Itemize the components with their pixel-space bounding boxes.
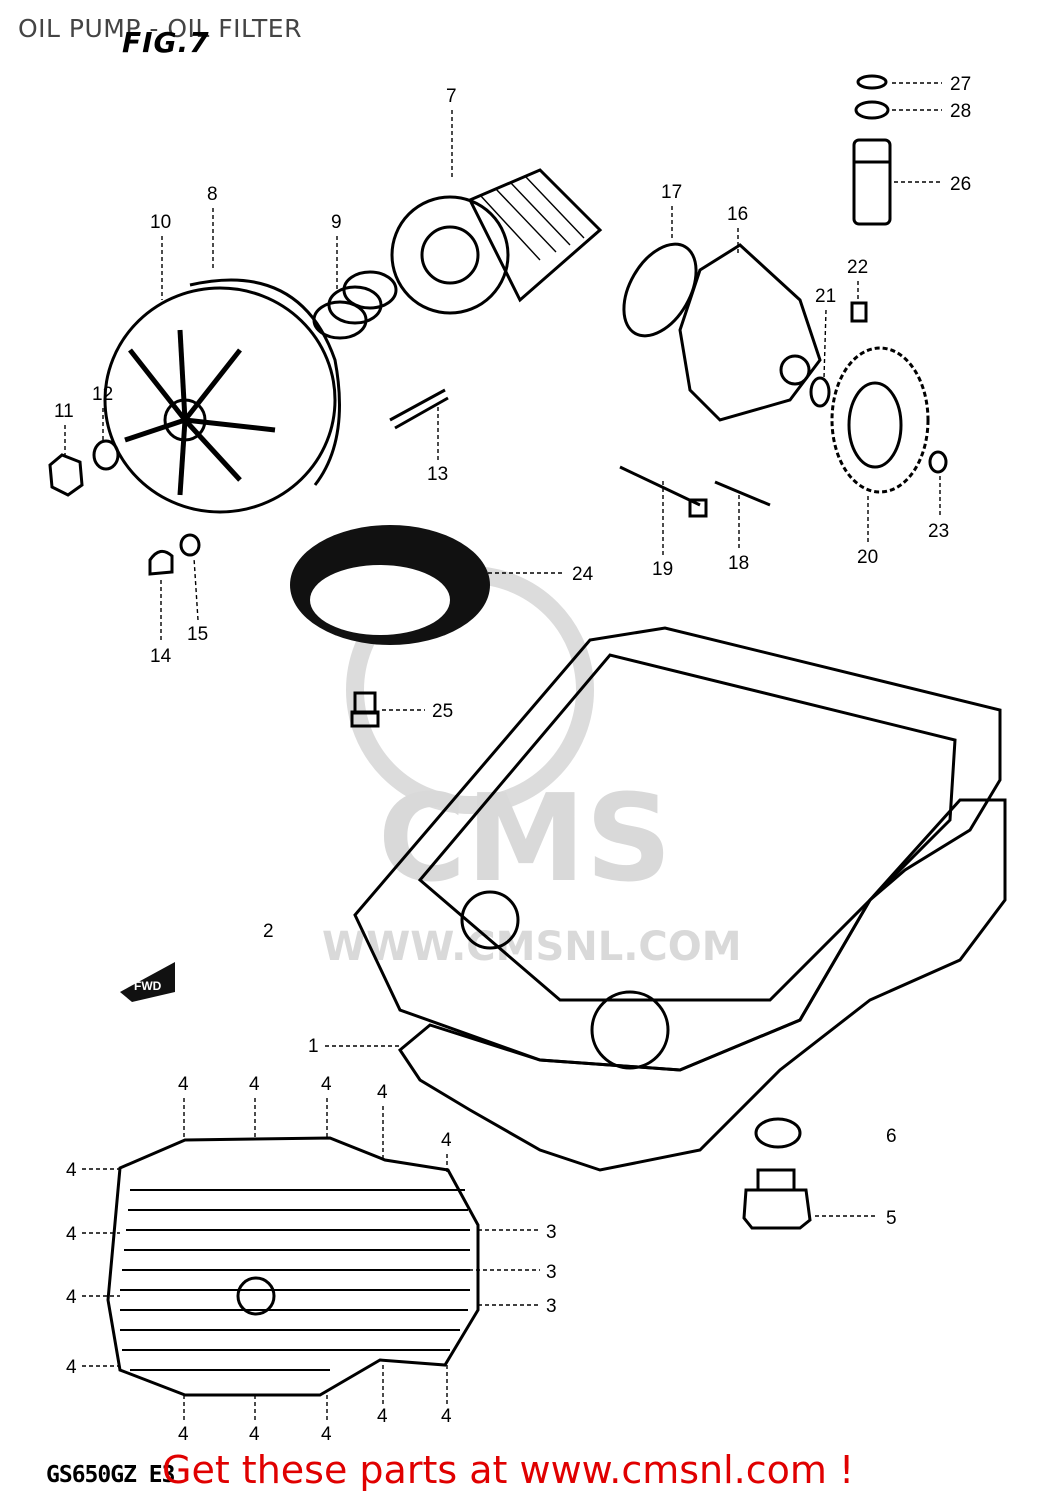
washer-12 (92, 439, 120, 471)
callouts: 27 28 26 7 8 10 9 17 16 22 21 11 12 13 1… (54, 74, 971, 1445)
callout-20: 20 (857, 547, 878, 568)
callout-19: 19 (652, 559, 673, 580)
callout-3c: 3 (546, 1296, 557, 1317)
stud-13 (389, 388, 449, 430)
callout-5: 5 (886, 1208, 897, 1229)
spring-9 (312, 270, 398, 340)
bolt-19 (619, 465, 708, 518)
callout-10: 10 (150, 212, 171, 233)
callout-13: 13 (427, 464, 448, 485)
callout-3a: 3 (546, 1222, 557, 1243)
callout-26: 26 (950, 174, 971, 195)
callout-4-top-3: 4 (321, 1074, 332, 1095)
oil-pump-16 (678, 243, 822, 422)
callout-18: 18 (728, 553, 749, 574)
nut-14 (148, 549, 174, 576)
pin-22 (850, 301, 868, 323)
callout-7: 7 (446, 86, 457, 107)
bolt-25 (350, 691, 380, 728)
sump-pan (106, 1136, 480, 1397)
callout-16: 16 (727, 204, 748, 225)
callout-4-top-4: 4 (377, 1082, 388, 1103)
callout-22: 22 (847, 257, 868, 278)
callout-21: 21 (815, 286, 836, 307)
gasket-17 (622, 242, 698, 338)
callout-27: 27 (950, 74, 971, 95)
callout-4-top-1: 4 (178, 1074, 189, 1095)
callout-11: 11 (54, 401, 74, 422)
cover-24 (290, 525, 490, 645)
watermark: CMS WWW.CMSNL.COM (322, 566, 742, 970)
page-title: OIL PUMP - OIL FILTER (18, 14, 302, 43)
filter-cover-10 (103, 286, 337, 514)
watermark-url: WWW.CMSNL.COM (322, 924, 742, 970)
clip-23 (928, 450, 948, 474)
fwd-arrow-label: FWD (134, 979, 162, 993)
callout-3b: 3 (546, 1262, 557, 1283)
callout-4-bottom-2: 4 (249, 1424, 260, 1445)
callout-8: 8 (207, 184, 218, 205)
fwd-arrow: FWD (120, 962, 175, 1002)
ring-27 (856, 74, 888, 90)
oil-pan-1 (398, 798, 1007, 1172)
callout-4-top-2: 4 (249, 1074, 260, 1095)
watermark-brand: CMS (378, 770, 672, 909)
callout-4-left-2: 4 (66, 1224, 77, 1245)
callout-4-bottom-1: 4 (178, 1424, 189, 1445)
callout-25: 25 (432, 701, 453, 722)
callout-15: 15 (187, 624, 208, 645)
drain-plug-5 (742, 1168, 812, 1230)
washer-21 (809, 376, 831, 408)
callout-23: 23 (928, 521, 949, 542)
callout-1: 1 (308, 1036, 319, 1057)
callout-4-bottom-4: 4 (377, 1406, 388, 1427)
figure-label: FIG.7 (122, 26, 210, 59)
callout-28: 28 (950, 101, 971, 122)
cta-link[interactable]: Get these parts at www.cmsnl.com ! (162, 1448, 855, 1492)
gear-20 (830, 346, 930, 494)
washer-15 (179, 533, 201, 557)
bolt-18 (714, 480, 771, 507)
callout-4-left-3: 4 (66, 1287, 77, 1308)
relief-valve-26 (852, 138, 892, 226)
model-code: GS650GZ E3 (46, 1462, 175, 1488)
ring-28 (854, 100, 890, 120)
callout-4-bottom-3: 4 (321, 1424, 332, 1445)
callout-12: 12 (92, 384, 113, 405)
callout-9: 9 (331, 212, 342, 233)
callout-24: 24 (572, 564, 594, 585)
nut-11 (48, 453, 84, 497)
oil-filter-7 (390, 168, 603, 315)
callout-4-top-5: 4 (441, 1130, 452, 1151)
callout-4-bottom-5: 4 (441, 1406, 452, 1427)
callout-4-left-1: 4 (66, 1160, 77, 1181)
callout-17: 17 (661, 182, 682, 203)
callout-14: 14 (150, 646, 172, 667)
o-ring-8 (189, 278, 341, 486)
washer-6 (754, 1117, 802, 1149)
callout-4-left-4: 4 (66, 1357, 77, 1378)
callout-2: 2 (263, 921, 274, 942)
callout-6: 6 (886, 1126, 897, 1147)
